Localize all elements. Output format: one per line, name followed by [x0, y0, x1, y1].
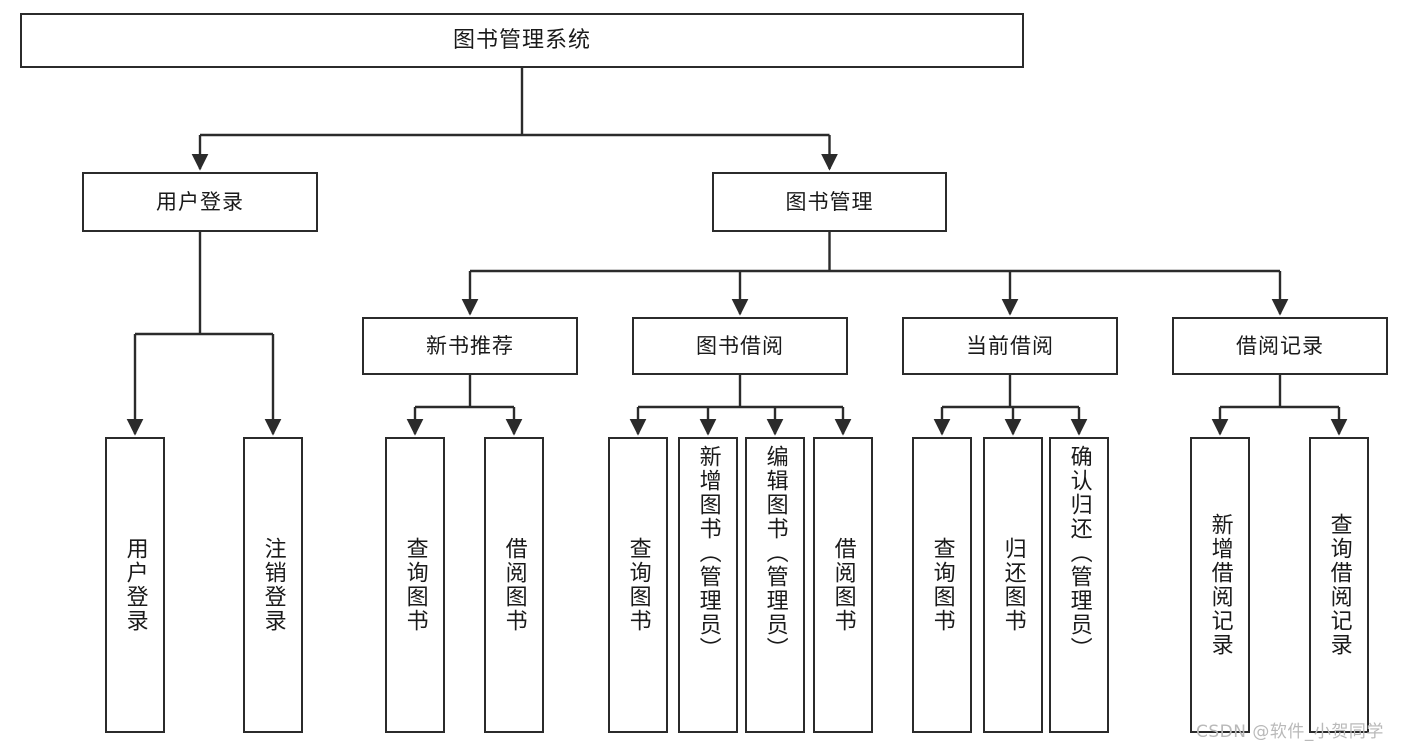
node-label: 注销登录	[260, 537, 286, 633]
node-label: 借阅记录	[1236, 333, 1324, 358]
node-label: 查询图书	[402, 537, 428, 633]
node-label: 编辑图书（管理员）	[762, 445, 788, 661]
node-label: 新增借阅记录	[1207, 513, 1233, 657]
node-root[interactable]: 图书管理系统	[20, 13, 1024, 68]
watermark: CSDN @软件_小贺同学	[1196, 722, 1384, 742]
node-book-borrow[interactable]: 图书借阅	[632, 317, 848, 375]
node-label: 新增图书（管理员）	[695, 445, 721, 661]
node-label: 查询图书	[625, 537, 651, 633]
node-current-borrow[interactable]: 当前借阅	[902, 317, 1118, 375]
node-borrow-record[interactable]: 借阅记录	[1172, 317, 1388, 375]
node-leaf-query-book-2[interactable]: 查询图书	[608, 437, 668, 733]
node-leaf-query-book-3[interactable]: 查询图书	[912, 437, 972, 733]
node-label: 新书推荐	[426, 333, 514, 358]
node-label: 图书管理系统	[452, 27, 591, 53]
node-leaf-add-borrow-record[interactable]: 新增借阅记录	[1190, 437, 1250, 733]
node-label: 用户登录	[156, 189, 244, 214]
node-leaf-return-book[interactable]: 归还图书	[983, 437, 1043, 733]
node-new-book-recommend[interactable]: 新书推荐	[362, 317, 578, 375]
node-book-manage[interactable]: 图书管理	[712, 172, 947, 232]
node-leaf-query-borrow-record[interactable]: 查询借阅记录	[1309, 437, 1369, 733]
node-label: 查询借阅记录	[1326, 513, 1352, 657]
node-leaf-logout[interactable]: 注销登录	[243, 437, 303, 733]
node-label: 确认归还（管理员）	[1066, 445, 1092, 661]
node-leaf-add-book-admin[interactable]: 新增图书（管理员）	[678, 437, 738, 733]
node-leaf-edit-book-admin[interactable]: 编辑图书（管理员）	[745, 437, 805, 733]
node-label: 借阅图书	[830, 537, 856, 633]
node-label: 归还图书	[1000, 537, 1026, 633]
node-leaf-query-book-1[interactable]: 查询图书	[385, 437, 445, 733]
node-label: 借阅图书	[501, 537, 527, 633]
node-label: 当前借阅	[966, 333, 1054, 358]
node-leaf-borrow-book-2[interactable]: 借阅图书	[813, 437, 873, 733]
node-leaf-user-login[interactable]: 用户登录	[105, 437, 165, 733]
node-label: 图书借阅	[696, 333, 784, 358]
node-label: 查询图书	[929, 537, 955, 633]
node-leaf-borrow-book-1[interactable]: 借阅图书	[484, 437, 544, 733]
node-leaf-confirm-return-admin[interactable]: 确认归还（管理员）	[1049, 437, 1109, 733]
node-label: 图书管理	[785, 189, 874, 214]
node-label: 用户登录	[122, 537, 148, 633]
node-user-login[interactable]: 用户登录	[82, 172, 318, 232]
